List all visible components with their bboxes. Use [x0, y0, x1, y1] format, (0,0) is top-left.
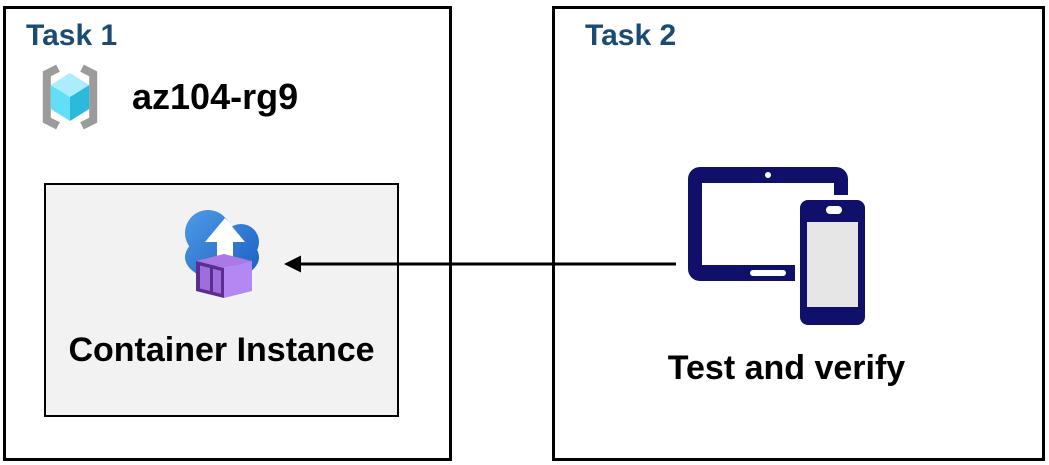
container-shape: [195, 254, 252, 298]
resource-group: az104-rg9: [30, 61, 298, 133]
container-instance-box: Container Instance: [44, 183, 399, 417]
resource-group-name: az104-rg9: [132, 76, 299, 117]
resource-group-icon: [42, 64, 98, 130]
devices-icon: [688, 167, 870, 325]
cube-right-face: [70, 85, 90, 121]
task2-box: Task 2 Test and verify: [552, 6, 1045, 461]
right-bracket-shape: [80, 64, 98, 130]
left-bracket-shape: [42, 64, 60, 130]
task1-title: Task 1: [26, 19, 118, 52]
upload-arrow-shape: [204, 218, 245, 271]
test-verify-label: Test and verify: [667, 349, 906, 387]
container-instance-label: Container Instance: [68, 331, 375, 369]
phone-shape: [795, 195, 870, 325]
task1-box: Task 1 az104-rg9: [3, 6, 452, 461]
container-instance-icon: [184, 210, 259, 298]
task2-title: Task 2: [585, 19, 677, 52]
